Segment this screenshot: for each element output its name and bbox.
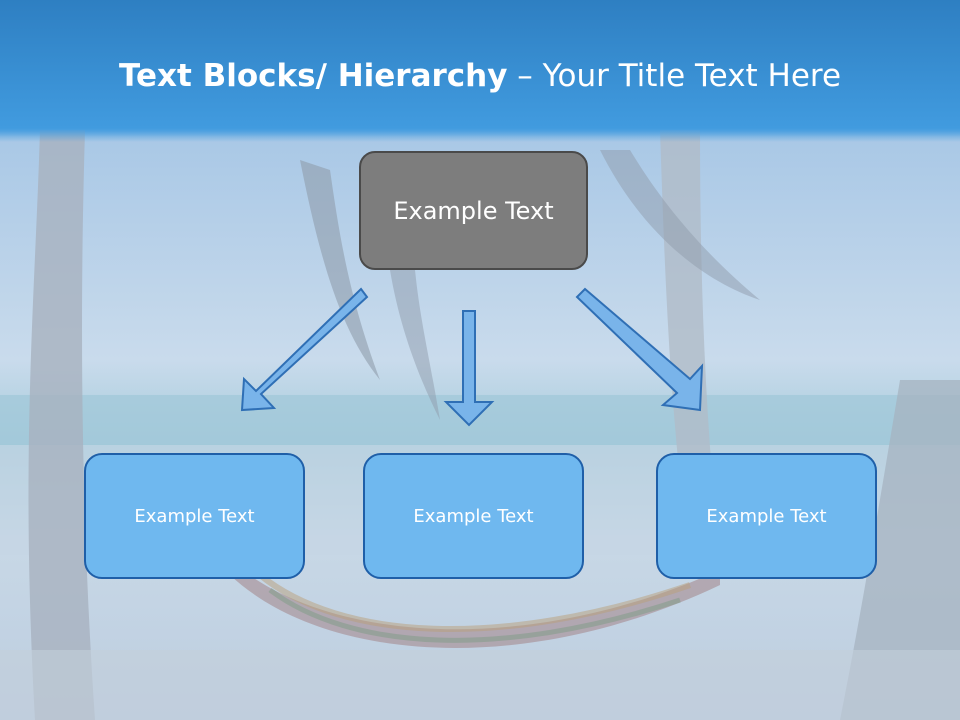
- root-box: Example Text: [359, 151, 588, 270]
- child-box-center: Example Text: [363, 453, 584, 579]
- child-box-left: Example Text: [84, 453, 305, 579]
- title-rest-part: Your Title Text Here: [542, 58, 842, 94]
- child-box-right: Example Text: [656, 453, 877, 579]
- root-box-label: Example Text: [393, 196, 554, 225]
- slide-title: Text Blocks/ Hierarchy – Your Title Text…: [0, 50, 960, 102]
- title-separator: –: [507, 58, 543, 94]
- title-bold-part: Text Blocks/ Hierarchy: [118, 58, 508, 94]
- child-box-label: Example Text: [413, 505, 534, 527]
- child-box-label: Example Text: [134, 505, 255, 527]
- child-box-label: Example Text: [706, 505, 827, 527]
